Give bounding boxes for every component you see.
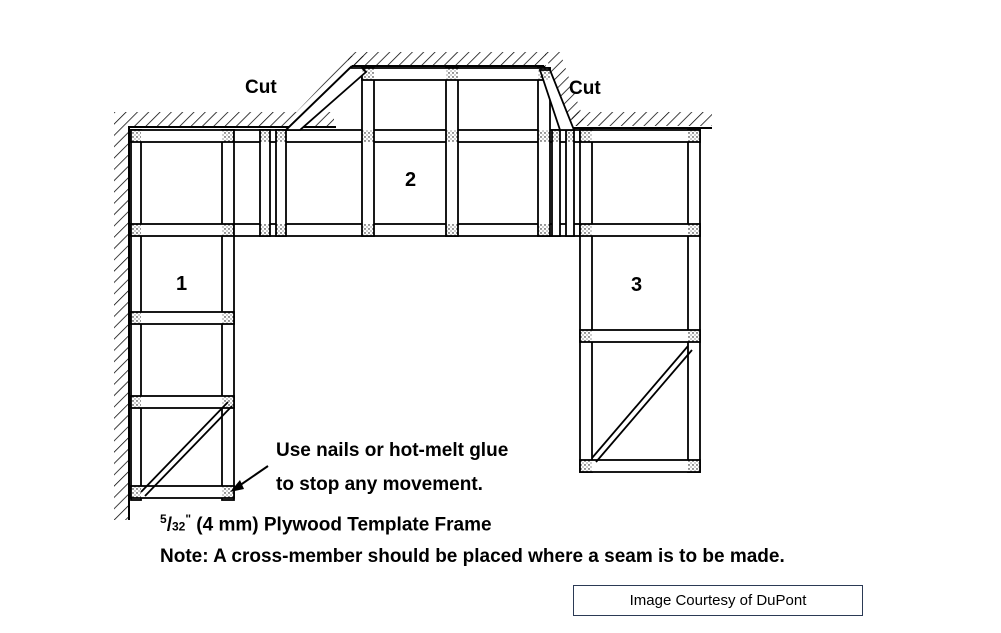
section-2-label: 2 [405,169,417,191]
callout-arrow [230,465,269,492]
section-3-label: 3 [631,274,643,296]
brace-s3 [591,345,689,459]
brace-s1 [140,401,229,493]
caption: 5/32" (4 mm) Plywood Template Frame [160,512,492,536]
note-text: Note: A cross-member should be placed wh… [160,546,785,567]
callout-text: Use nails or hot-melt glue to stop any m… [276,434,508,502]
frame-strip-s3-left [579,129,593,473]
frame-strip-s1-bottom [130,485,235,499]
credit-text: Image Courtesy of DuPont [629,592,807,609]
cut-label-right: Cut [569,78,601,99]
frame-strip-s1-mid1 [130,223,235,237]
caption-fraction-mark: " [185,512,192,526]
cut-label-left: Cut [245,77,277,98]
caption-fraction-slash: / [166,514,172,536]
credit-box: Image Courtesy of DuPont [573,585,863,616]
frame-strip-s2-v6 [551,129,561,237]
frame-strip-s2-v1 [259,129,271,237]
frame-strip-s2-v2 [275,129,287,237]
callout-line-1: Use nails or hot-melt glue [276,440,509,461]
brace-s1-b [144,405,233,497]
frame-strip-s3-bottom [579,459,701,473]
frame-strip-s3-mid1 [579,223,701,237]
brace-s3-b [595,349,693,463]
section-1-label: 1 [176,273,188,295]
frame-strip-s1-top [130,129,235,143]
caption-rest: (4 mm) Plywood Template Frame [191,514,492,536]
callout-line-2: to stop any movement. [276,474,483,495]
glue-joints [131,68,700,498]
frame-strip-s3-mid2 [579,329,701,343]
frame-strip-s2-v4 [445,67,459,237]
frame-strip-s3-right [687,129,701,473]
frame-strip-s2-v7 [565,129,575,237]
caption-fraction-numerator: 5 [160,512,167,526]
frame-strip-s2-v3 [361,67,375,237]
frame-strip-s3-top [579,129,701,143]
frame-strip-s1-mid3 [130,395,235,409]
caption-fraction-denominator: 32 [171,519,186,534]
frame-strip-s1-mid2 [130,311,235,325]
